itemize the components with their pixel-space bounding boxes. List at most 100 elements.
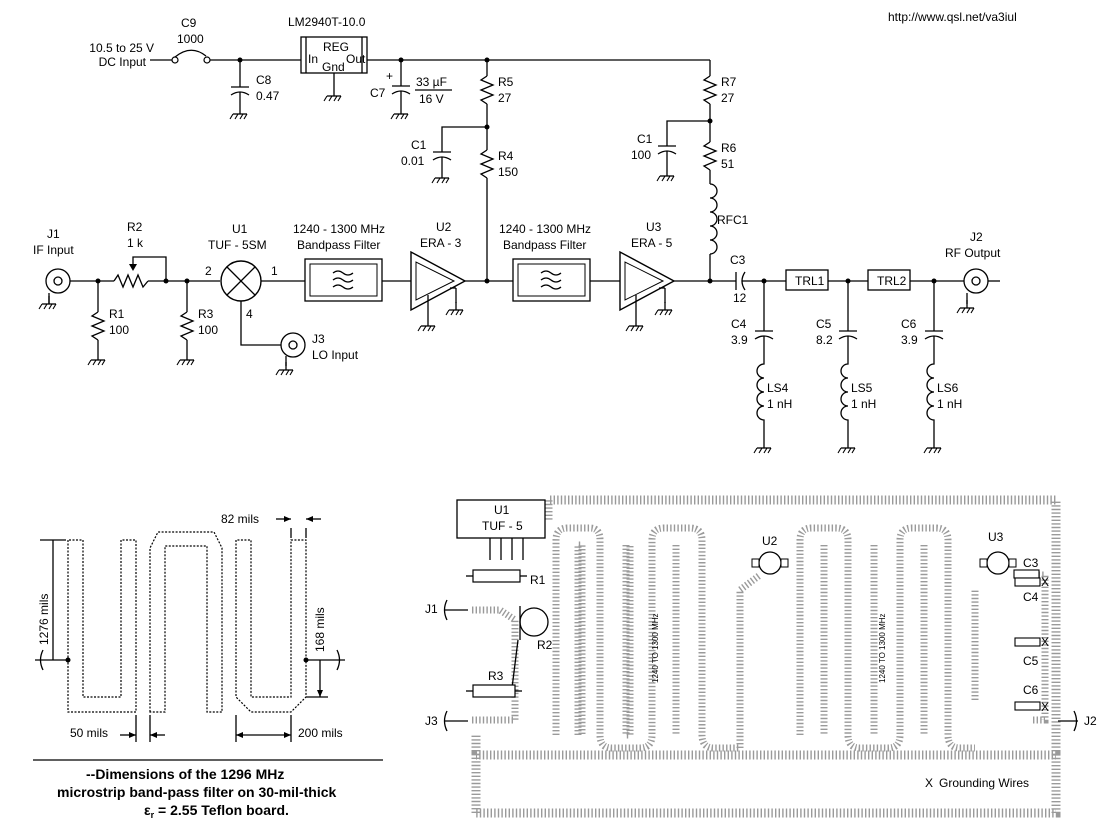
u1-pin1: 1 xyxy=(271,264,278,278)
c3-ref: C3 xyxy=(730,253,746,267)
c7-voltage: 16 V xyxy=(419,92,444,106)
c7-capacitor: + C7 33 µF 16 V xyxy=(370,60,452,120)
trl2 xyxy=(867,269,911,291)
c1b-value: 100 xyxy=(631,148,651,162)
c6-value: 3.9 xyxy=(901,333,918,347)
ls4-ref: LS4 xyxy=(767,381,789,395)
pcb-c4 xyxy=(1014,577,1041,587)
dim-200: 200 mils xyxy=(298,726,343,740)
pcb-c6 xyxy=(1014,701,1041,711)
ls5-value: 1 nH xyxy=(851,397,876,411)
pcb-u1-name: TUF - 5 xyxy=(482,519,523,533)
dim-82: 82 mils xyxy=(221,512,259,526)
j3-ref: J3 xyxy=(312,332,325,346)
c8-capacitor: C8 0.47 xyxy=(229,60,280,120)
pcb-r3: R3 xyxy=(466,669,522,698)
caption-line-1: --Dimensions of the 1296 MHz xyxy=(86,766,284,782)
r6-resistor: R6 51 xyxy=(702,141,737,184)
r7-resistor: R7 27 xyxy=(702,60,737,142)
epsilon-subscript: r xyxy=(151,810,155,820)
r4-resistor: R4 150 xyxy=(479,149,518,281)
u1-pin4: 4 xyxy=(246,307,253,321)
c1-decoupling-capacitor: C1 100 xyxy=(631,120,710,182)
svg-text:+: + xyxy=(386,69,393,83)
grounding-wires-legend: Grounding Wires xyxy=(939,776,1029,790)
caption-line-3-text: = 2.55 Teflon board. xyxy=(154,802,289,818)
pcb-j2-label: J2 xyxy=(1084,714,1097,728)
pcb-c6-label: C6 xyxy=(1023,683,1039,697)
dim-50: 50 mils xyxy=(70,726,108,740)
r6-value: 51 xyxy=(721,157,735,171)
u1-mixer: U1 TUF - 5SM 2 1 4 xyxy=(205,222,283,346)
reg-in: In xyxy=(308,52,318,66)
pcb-layout: U1 TUF - 5 R1 R2 R3 xyxy=(425,495,1097,818)
pcb-u3-label: U3 xyxy=(988,530,1004,544)
c3-capacitor: C3 12 xyxy=(730,253,747,305)
pcb-r2: R2 xyxy=(511,606,553,689)
pcb-r1: R1 xyxy=(466,569,546,587)
pcb-c3-label: C3 xyxy=(1023,556,1039,570)
r4-value: 150 xyxy=(498,165,518,179)
trl1 xyxy=(785,269,829,291)
pcb-c5-label: C5 xyxy=(1023,654,1039,668)
ls4-value: 1 nH xyxy=(767,397,792,411)
power-supply: 10.5 to 25 V DC Input C9 1000 C8 0.47 LM… xyxy=(89,15,749,281)
source-url: http://www.qsl.net/va3iul xyxy=(888,10,1017,24)
dim-168: 168 mils xyxy=(313,607,327,652)
r3-value: 100 xyxy=(198,323,218,337)
ls6-ref: LS6 xyxy=(937,381,959,395)
pcb-r1-label: R1 xyxy=(530,573,546,587)
c5-ref: C5 xyxy=(816,317,832,331)
filter2-line2: Bandpass Filter xyxy=(503,238,586,252)
c4-ref: C4 xyxy=(731,317,747,331)
pcb-c4-label: C4 xyxy=(1023,590,1039,604)
c1b-ref: C1 xyxy=(637,132,653,146)
c1-bypass-capacitor: C1 0.01 xyxy=(401,126,487,184)
c5-value: 8.2 xyxy=(816,333,833,347)
rfc1-ref: RFC1 xyxy=(717,213,749,227)
c7-ref: C7 xyxy=(370,86,386,100)
signal-path: J1 IF Input R1 100 R2 1 k xyxy=(33,220,1001,454)
u1-ref: U1 xyxy=(232,222,248,236)
bandpass-filter-2: 1240 - 1300 MHz Bandpass Filter xyxy=(499,222,591,302)
filter1-line1: 1240 - 1300 MHz xyxy=(293,222,385,236)
pcb-c5 xyxy=(1014,637,1041,647)
pcb-c3 xyxy=(1013,569,1040,579)
r1-ref: R1 xyxy=(109,307,125,321)
c3-value: 12 xyxy=(733,291,747,305)
pcb-j1-label: J1 xyxy=(425,602,438,616)
trl1-label: TRL1 xyxy=(795,274,825,288)
filter2-line1: 1240 - 1300 MHz xyxy=(499,222,591,236)
j2-ref: J2 xyxy=(970,230,983,244)
pcb-u1-ref: U1 xyxy=(494,503,510,517)
r7-ref: R7 xyxy=(721,75,737,89)
r1-resistor: R1 100 xyxy=(87,281,129,366)
grounding-wire-symbol: X xyxy=(925,776,933,790)
shunt-c4-ls4: C4 3.9 LS4 1 nH xyxy=(731,281,792,454)
pcb-r2-label: R2 xyxy=(537,638,553,652)
j1-ref: J1 xyxy=(47,227,60,241)
bandpass-filter-1: 1240 - 1300 MHz Bandpass Filter xyxy=(293,222,385,302)
lm2940-regulator: LM2940T-10.0 REG In Out Gnd xyxy=(288,15,368,102)
r5-ref: R5 xyxy=(498,75,514,89)
pcb-filter1-label: 1240 TO 1300 MHz xyxy=(651,613,660,683)
r3-ref: R3 xyxy=(198,307,214,321)
r4-ref: R4 xyxy=(498,149,514,163)
regulator-name: LM2940T-10.0 xyxy=(288,15,366,29)
dc-input-label-2: DC Input xyxy=(99,55,147,69)
u1-name: TUF - 5SM xyxy=(208,238,267,252)
pcb-c5-ground: X xyxy=(1041,635,1049,649)
pcb-c6-ground: X xyxy=(1041,700,1049,714)
r5-value: 27 xyxy=(498,91,512,105)
pcb-filter2-label: 1240 TO 1300 MHz xyxy=(878,613,887,683)
c8-value: 0.47 xyxy=(256,89,280,103)
shunt-c6-ls6: C6 3.9 LS6 1 nH xyxy=(901,281,962,454)
c6-ref: C6 xyxy=(901,317,917,331)
pcb-u2: U2 xyxy=(751,534,789,575)
u3-amplifier: U3 ERA - 5 xyxy=(619,220,676,332)
microstrip-filter-drawing: 1276 mils 82 mils 168 mils 50 mils 200 m… xyxy=(33,512,383,820)
trl2-label: TRL2 xyxy=(877,274,907,288)
ls5-ref: LS5 xyxy=(851,381,873,395)
c8-ref: C8 xyxy=(256,73,272,87)
